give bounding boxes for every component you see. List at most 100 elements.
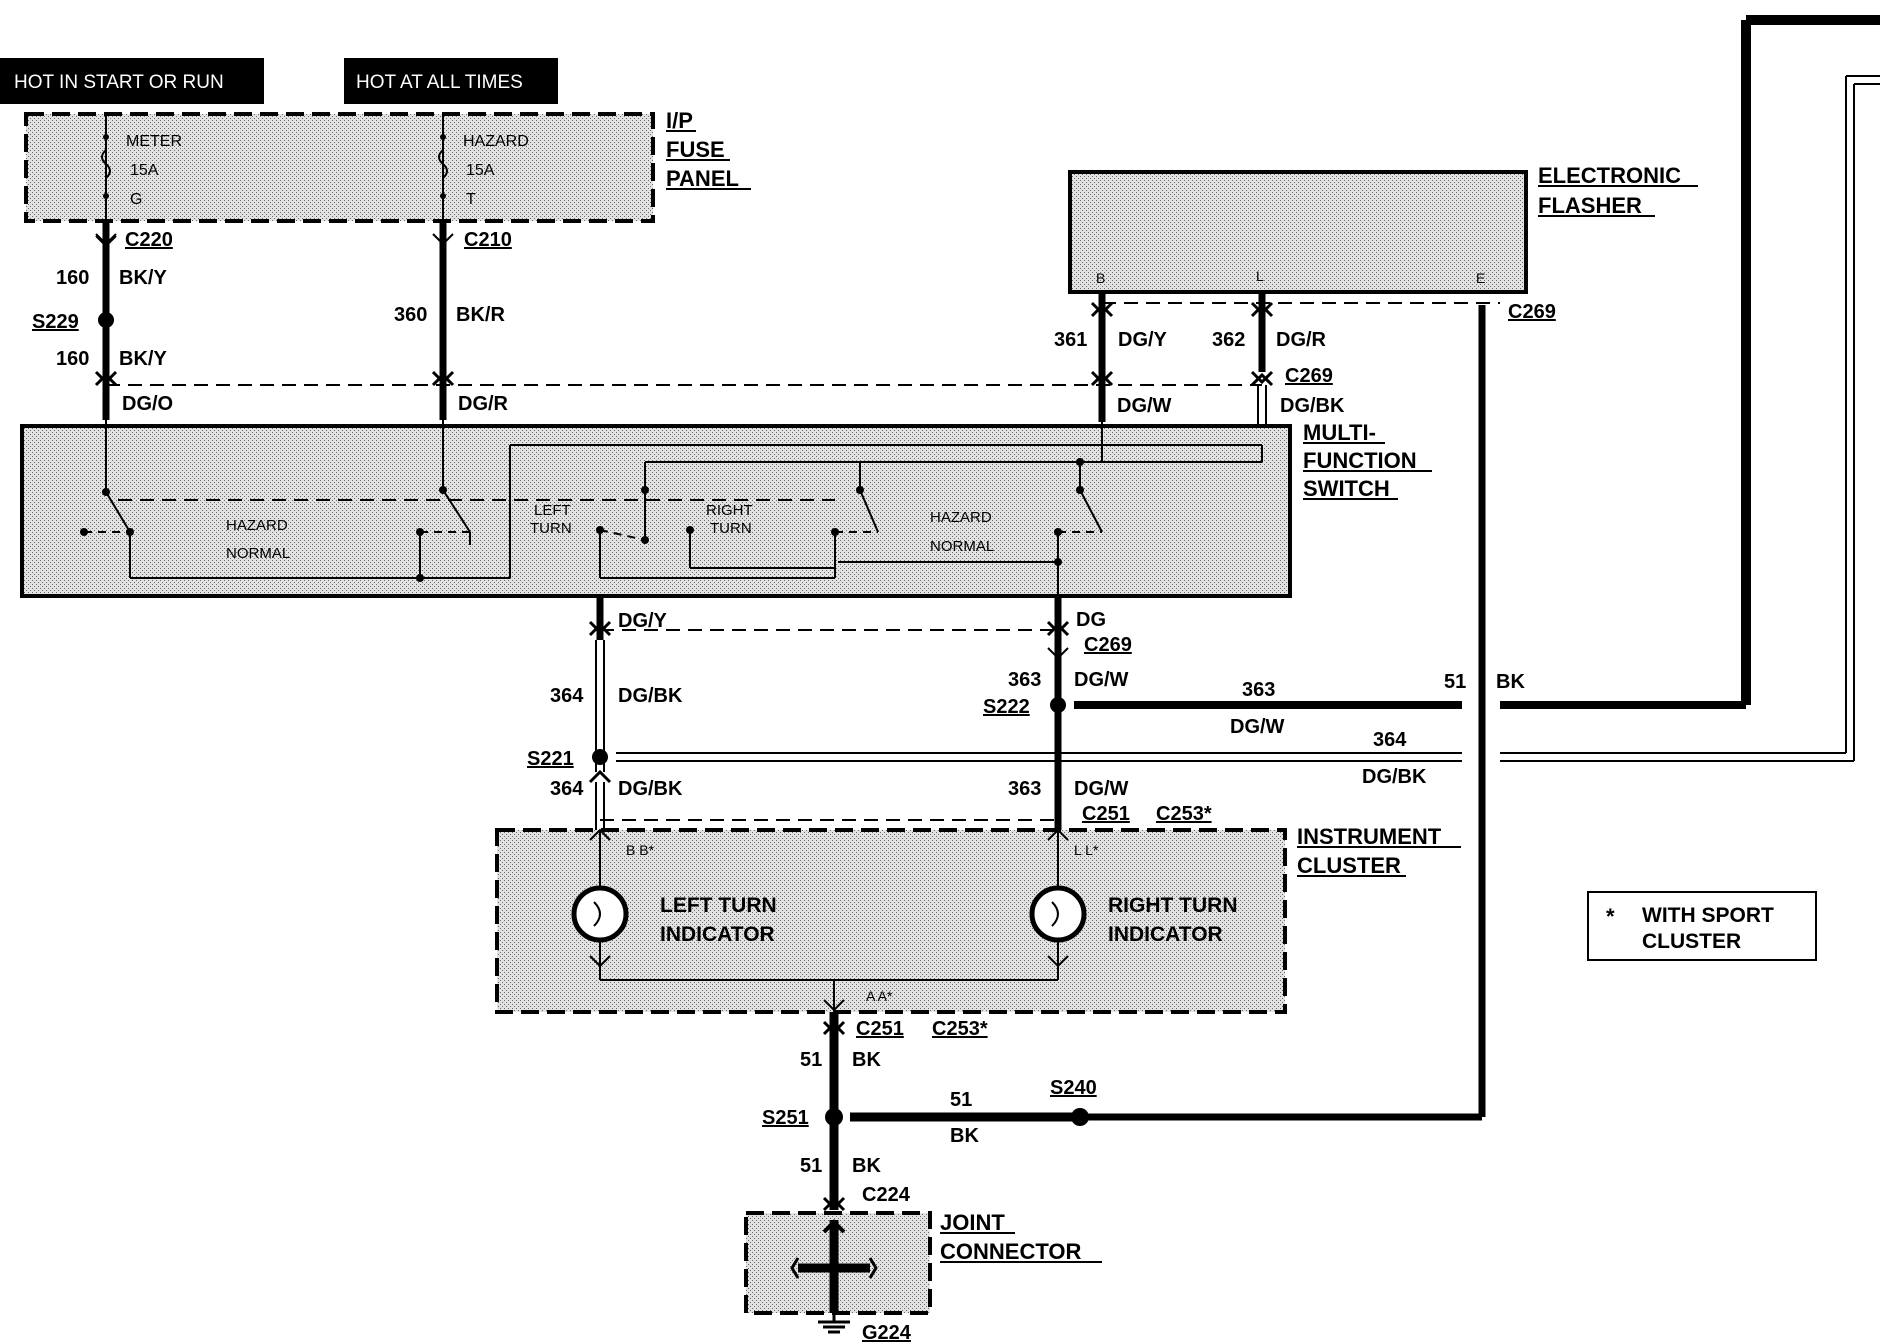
splice-s221-dot <box>592 749 608 765</box>
wire-360 <box>431 222 455 420</box>
wire-361-num: 361 <box>1054 329 1087 351</box>
wire-51a-num: 51 <box>800 1049 822 1071</box>
wire-363b-color: DG/W <box>1074 778 1129 800</box>
wire-364b-color: DG/BK <box>618 778 683 800</box>
splice-s240-dot <box>1071 1108 1089 1126</box>
fuse-panel-title-2: FUSE <box>666 137 725 162</box>
switch-hazard-left: HAZARD <box>226 517 288 534</box>
wire-363a-color: DG/W <box>1074 669 1129 691</box>
wire-360-color: BK/R <box>456 304 505 326</box>
wire-51mid-color: BK <box>950 1125 979 1147</box>
switch-title-1: MULTI- <box>1303 420 1376 445</box>
switch-wire-dgo: DG/O <box>122 393 173 415</box>
conn-c269-lower: C269 <box>1084 634 1132 656</box>
wire-160a-color: BK/Y <box>119 267 167 289</box>
wire-364-horizontal <box>616 75 1880 762</box>
splice-s240: S240 <box>1050 1077 1097 1099</box>
wire-51mid-num: 51 <box>950 1089 972 1111</box>
wire-364b-num: 364 <box>550 778 584 800</box>
wire-363a-num: 363 <box>1008 669 1041 691</box>
joint-title-2: CONNECTOR <box>940 1239 1081 1264</box>
conn-c253-top: C253* <box>1156 803 1212 825</box>
electronic-flasher-box <box>1068 170 1528 294</box>
wire-363h-color: DG/W <box>1230 716 1285 738</box>
conn-c220: C220 <box>125 229 173 251</box>
conn-c210: C210 <box>464 229 512 251</box>
left-indicator-label-2: INDICATOR <box>660 923 775 946</box>
meter-fuse-name: METER <box>126 133 182 150</box>
multifunction-switch: HAZARD NORMAL LEFT TURN RIGHT TURN HAZAR… <box>20 420 1292 598</box>
wire-51h-color: BK <box>1496 671 1525 693</box>
conn-c224: C224 <box>862 1184 911 1206</box>
conn-c269-flasher: C269 <box>1508 301 1556 323</box>
switch-wire-dg: DG <box>1076 609 1106 631</box>
wire-160b-color: BK/Y <box>119 348 167 370</box>
cluster-pin-left: B B* <box>626 842 655 858</box>
flasher-pin-b: B <box>1096 270 1105 286</box>
joint-title-1: JOINT <box>940 1210 1005 1235</box>
hot-all-times-label: HOT AT ALL TIMES <box>356 72 523 93</box>
splice-s229-dot <box>98 312 114 328</box>
wire-51-ground <box>822 305 1486 1212</box>
cluster-title-2: CLUSTER <box>1297 853 1401 878</box>
right-indicator-label-2: INDICATOR <box>1108 923 1223 946</box>
switch-wire-dgw: DG/W <box>1117 395 1172 417</box>
joint-connector <box>744 1211 932 1315</box>
hot-start-run-tab <box>0 58 264 104</box>
meter-fuse-rating: 15A <box>130 162 159 179</box>
conn-c253-bottom: C253* <box>932 1018 988 1040</box>
note-line-1: WITH SPORT <box>1642 904 1774 927</box>
conn-c269-switch: C269 <box>1285 365 1333 387</box>
switch-hazard-right: HAZARD <box>930 509 992 526</box>
fuse-panel-title-3: PANEL <box>666 166 739 191</box>
note-line-2: CLUSTER <box>1642 930 1741 953</box>
wire-364-left <box>588 596 612 830</box>
cluster-pin-right: L L* <box>1074 842 1099 858</box>
instrument-cluster: B B* L L* A A* LEFT TURN INDICATOR RIGHT… <box>495 828 1287 1014</box>
wire-364a-num: 364 <box>550 685 584 707</box>
flasher-title-1: ELECTRONIC <box>1538 163 1681 188</box>
switch-title-2: FUNCTION <box>1303 448 1417 473</box>
hot-all-times-tab <box>344 58 558 104</box>
hazard-fuse-pin: T <box>466 191 476 208</box>
switch-wire-dgbk: DG/BK <box>1280 395 1345 417</box>
fuse-panel-title-1: I/P <box>666 108 693 133</box>
splice-s222-dot <box>1050 697 1066 713</box>
splice-s251: S251 <box>762 1107 809 1129</box>
note-box: * WITH SPORT CLUSTER <box>1587 891 1817 961</box>
wire-363b-num: 363 <box>1008 778 1041 800</box>
wire-364h-num: 364 <box>1373 729 1407 751</box>
wire-364a-color: DG/BK <box>618 685 683 707</box>
wire-364h-color: DG/BK <box>1362 766 1427 788</box>
meter-fuse-pin: G <box>130 191 142 208</box>
note-star: * <box>1606 904 1615 929</box>
right-indicator-label-1: RIGHT TURN <box>1108 894 1238 917</box>
hazard-fuse-rating: 15A <box>466 162 495 179</box>
wire-363h-num: 363 <box>1242 679 1275 701</box>
left-indicator-label-1: LEFT TURN <box>660 894 777 917</box>
switch-right-turn-1: RIGHT <box>706 502 753 519</box>
switch-title-3: SWITCH <box>1303 476 1390 501</box>
wire-362-color: DG/R <box>1276 329 1327 351</box>
hazard-fuse-name: HAZARD <box>463 133 529 150</box>
wire-51h-num: 51 <box>1444 671 1466 693</box>
flasher-pin-e: E <box>1476 270 1485 286</box>
splice-s222: S222 <box>983 696 1030 718</box>
wire-361-color: DG/Y <box>1118 329 1168 351</box>
cluster-title-1: INSTRUMENT <box>1297 824 1442 849</box>
switch-right-turn-2: TURN <box>710 520 752 537</box>
flasher-title-2: FLASHER <box>1538 193 1642 218</box>
ground-symbol-icon <box>818 1313 850 1334</box>
wire-360-num: 360 <box>394 304 427 326</box>
wire-160b-num: 160 <box>56 348 89 370</box>
wire-51b-color: BK <box>852 1155 881 1177</box>
wire-51a-color: BK <box>852 1049 881 1071</box>
conn-c251-bottom: C251 <box>856 1018 904 1040</box>
switch-wire-dgy: DG/Y <box>618 610 668 632</box>
switch-left-turn-2: TURN <box>530 520 572 537</box>
hot-start-run-label: HOT IN START OR RUN <box>14 72 224 93</box>
cluster-pin-bottom: A A* <box>866 988 893 1004</box>
switch-wire-dgr: DG/R <box>458 393 509 415</box>
conn-c251-top: C251 <box>1082 803 1130 825</box>
fuse-panel: METER 15A G HAZARD 15A T <box>24 112 655 223</box>
